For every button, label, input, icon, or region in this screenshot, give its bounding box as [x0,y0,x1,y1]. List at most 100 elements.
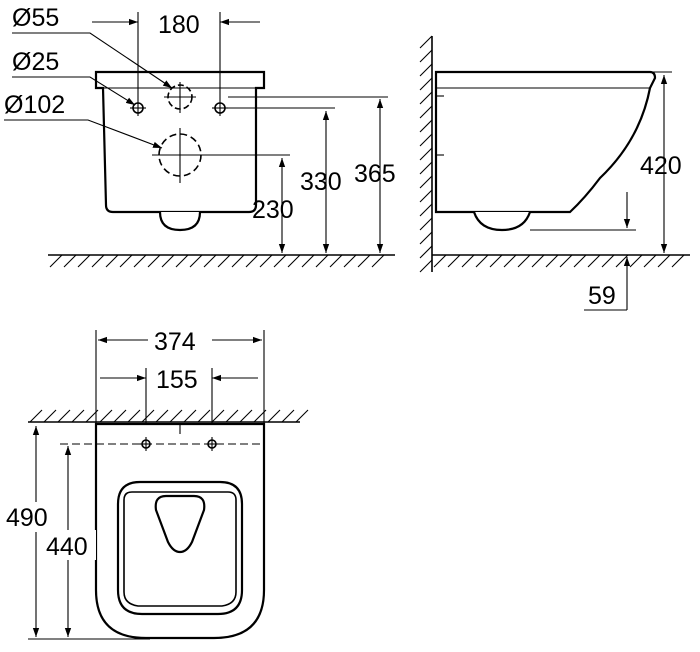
dim-d55-label: Ø55 [12,4,59,32]
hatch-stroke [71,409,85,423]
hatch-stroke [371,254,385,268]
dim-374-label-bg [148,324,212,354]
hatch-stroke [419,231,433,245]
dim-374-label: 374 [154,328,196,356]
hatch-stroke [601,254,615,268]
side-floor-hatch [433,254,685,268]
hatch-stroke [419,49,433,63]
hatch-stroke [419,105,433,119]
hatch-stroke [419,119,433,133]
dim-230-label: 230 [252,196,294,224]
hatch-stroke [419,175,433,189]
hatch-stroke [91,254,105,268]
dim-440-label: 440 [46,533,88,561]
hatch-stroke [211,409,225,423]
leader-d102 [4,119,163,149]
hatch-stroke [433,254,447,268]
hatch-stroke [629,254,643,268]
hatch-stroke [419,77,433,91]
side-view: 420 59 [419,35,690,311]
front-outlet [158,211,202,232]
hatch-stroke [239,409,253,423]
hatch-stroke [447,254,461,268]
hatch-stroke [489,254,503,268]
dim-490-label-bg [4,502,64,532]
hatch-stroke [141,409,155,423]
hatch-stroke [559,254,573,268]
dim-155-label: 155 [156,366,198,394]
dim-440-label-bg [44,530,96,560]
hatch-stroke [329,254,343,268]
side-outlet [472,211,532,232]
dim-365-label: 365 [354,160,396,188]
hatch-stroke [225,409,239,423]
side-wall-hatch [419,35,433,273]
hatch-stroke [517,254,531,268]
hatch-stroke [315,254,329,268]
hatch-stroke [169,409,183,423]
dim-d102-label: Ø102 [4,91,65,119]
hatch-stroke [671,254,685,268]
leader-d55 [12,32,173,89]
hatch-stroke [615,254,629,268]
hatch-stroke [287,254,301,268]
side-toilet-body [434,70,657,214]
hatch-stroke [63,254,77,268]
top-seat-inner [123,491,237,607]
hatch-stroke [183,409,197,423]
hatch-stroke [657,254,671,268]
top-bowl [154,494,206,554]
top-wall-hatch [29,409,309,423]
hatch-stroke [475,254,489,268]
hatch-stroke [461,254,475,268]
dim-59-label: 59 [588,282,616,310]
hatch-stroke [77,254,91,268]
hatch-stroke [49,254,63,268]
hatch-stroke [545,254,559,268]
hatch-stroke [295,409,309,423]
hatch-stroke [259,254,273,268]
hatch-stroke [155,409,169,423]
front-view: 180 Ø55 Ø25 Ø102 230 330 365 [4,4,396,268]
hatch-stroke [57,409,71,423]
hatch-stroke [301,254,315,268]
hatch-stroke [231,254,245,268]
dim-420-label: 420 [640,152,682,180]
top-view: 374 155 490 440 [4,324,309,640]
hatch-stroke [113,409,127,423]
hatch-stroke [281,409,295,423]
hatch-stroke [419,259,433,273]
hatch-stroke [419,133,433,147]
hatch-stroke [419,63,433,77]
hatch-stroke [357,254,371,268]
hatch-stroke [189,254,203,268]
hatch-stroke [531,254,545,268]
hatch-stroke [343,254,357,268]
hatch-stroke [245,254,259,268]
hatch-stroke [127,409,141,423]
hatch-stroke [267,409,281,423]
hatch-stroke [419,189,433,203]
leader-d25 [12,76,136,106]
hatch-stroke [419,203,433,217]
hatch-stroke [105,254,119,268]
hatch-stroke [197,409,211,423]
dim-330-label: 330 [300,168,342,196]
hatch-stroke [217,254,231,268]
hatch-stroke [503,254,517,268]
hatch-stroke [419,245,433,259]
hatch-stroke [419,217,433,231]
hatch-stroke [161,254,175,268]
hatch-stroke [99,409,113,423]
hatch-stroke [29,409,43,423]
hatch-stroke [573,254,587,268]
hatch-stroke [175,254,189,268]
hatch-stroke [273,254,287,268]
dim-490-label: 490 [6,504,48,532]
hatch-stroke [419,35,433,49]
hatch-stroke [119,254,133,268]
hatch-stroke [419,147,433,161]
hatch-stroke [419,161,433,175]
hatch-stroke [147,254,161,268]
